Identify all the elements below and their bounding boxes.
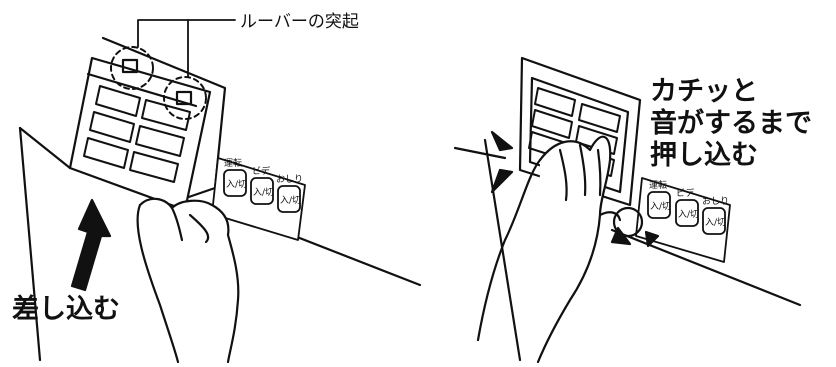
- button-text: 入/切: [253, 187, 274, 198]
- rear-label: おしり: [702, 196, 729, 207]
- insert-caption: 差し込む: [12, 293, 120, 325]
- operation-button: [223, 169, 247, 197]
- finger-line: [578, 143, 587, 197]
- wall-edge-line: [483, 138, 522, 362]
- control-panel-right-labels: 運転 ビデ おしり 入/切 入/切 入/切: [649, 180, 729, 228]
- louver-panel: [68, 56, 212, 212]
- louver-slats: [83, 85, 191, 183]
- louver-protrusion: [121, 58, 139, 74]
- wall-edge-line: [18, 126, 42, 362]
- rear-wash-button: [702, 207, 726, 235]
- bidet-button: [250, 177, 274, 205]
- operation-label: 運転: [224, 158, 242, 169]
- operation-label: 運転: [649, 180, 667, 191]
- finger-line: [170, 206, 184, 242]
- rear-label: おしり: [276, 174, 303, 185]
- protrusion-highlight-circle: [163, 76, 207, 120]
- operation-button: [647, 191, 671, 219]
- thumb-line: [598, 211, 622, 222]
- wall-edge-line: [453, 146, 507, 160]
- bidet-label: ビデ: [676, 187, 694, 199]
- louver-protrusion-callout: ルーバーの突起: [240, 12, 359, 32]
- push-up-arrow: [70, 198, 112, 292]
- push-arrow: [490, 168, 514, 194]
- button-text: 入/切: [678, 209, 699, 220]
- bidet-button: [675, 199, 699, 227]
- protrusion-highlight-circle: [110, 46, 154, 90]
- control-panel-right: [635, 177, 731, 263]
- counter-edge-line: [610, 228, 802, 307]
- right-panel: [453, 56, 802, 364]
- button-text: 入/切: [226, 179, 247, 190]
- wall-edge-line: [18, 126, 72, 170]
- finger-line: [558, 148, 568, 202]
- hand-right: [536, 135, 612, 364]
- push-caption-line-3: 押し込む: [650, 140, 758, 171]
- callout-bracket: [137, 19, 189, 78]
- push-caption-line-1: カチッと: [650, 76, 758, 107]
- bidet-label: ビデ: [252, 165, 270, 177]
- left-panel: [18, 19, 422, 364]
- push-caption-line-2: 音がするまで: [650, 107, 812, 139]
- hand-left-outline: [136, 203, 180, 364]
- finger-line: [596, 148, 602, 197]
- control-panel-left-labels: 運転 ビデ おしり 入/切 入/切 入/切: [224, 158, 303, 206]
- round-knob: [612, 206, 644, 238]
- button-text: 入/切: [280, 195, 301, 206]
- button-text: 入/切: [705, 217, 726, 228]
- hand-right-outline: [476, 158, 542, 342]
- rear-wash-button: [277, 185, 301, 213]
- push-arrow: [490, 130, 514, 152]
- button-text: 入/切: [650, 201, 671, 212]
- thumb-line: [188, 213, 210, 244]
- push-arrow: [644, 230, 660, 248]
- hand-left: [138, 197, 240, 364]
- push-arrow: [610, 226, 632, 246]
- louver-protrusion: [175, 90, 193, 106]
- louver-housing: [101, 36, 227, 202]
- control-panel-left: [211, 157, 306, 241]
